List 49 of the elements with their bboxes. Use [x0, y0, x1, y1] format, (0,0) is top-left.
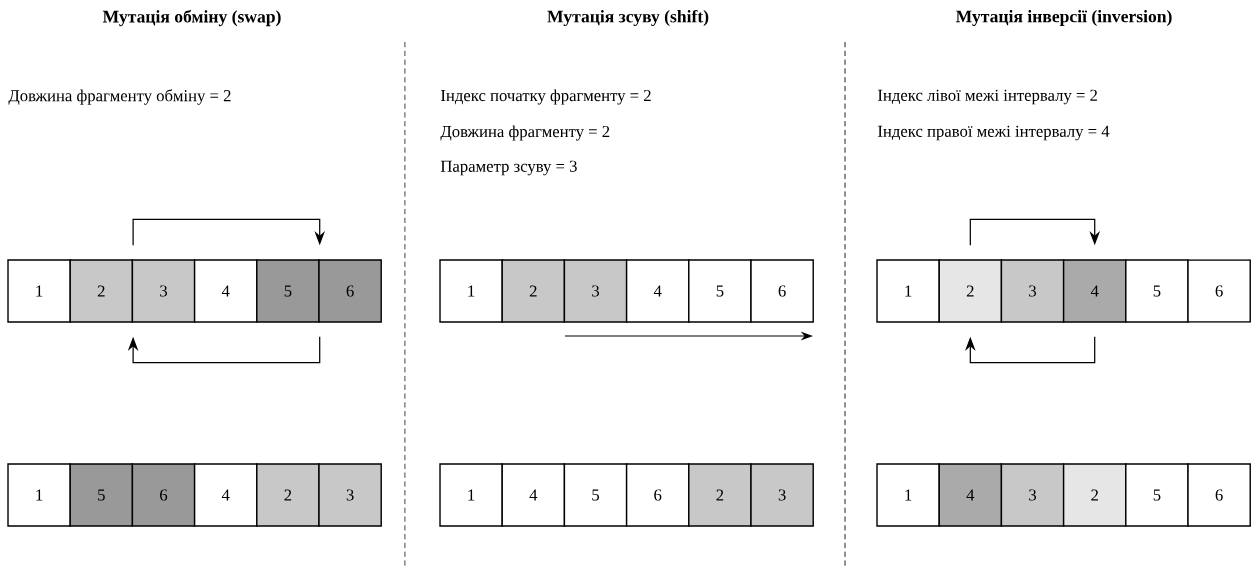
- parameter-text: Індекс правої межі інтервалу = 4: [877, 125, 1110, 141]
- array-cell: 1: [876, 463, 940, 527]
- arrow: [127, 336, 321, 364]
- array-cell: 4: [1062, 259, 1127, 323]
- array-cell: 5: [256, 259, 320, 323]
- array-cell: 3: [131, 259, 196, 323]
- panel-title: Мутація зсуву (shift): [547, 9, 709, 27]
- array-cell: 1: [876, 259, 940, 323]
- parameter-text: Індекс початку фрагменту = 2: [440, 89, 651, 105]
- array-cell: 1: [439, 259, 503, 323]
- array-cell: 6: [625, 463, 690, 527]
- parameter-text: Довжина фрагменту обміну = 2: [8, 89, 231, 105]
- array-cell: 4: [193, 259, 258, 323]
- array-cell: 1: [7, 463, 71, 527]
- panel-title: Мутація обміну (swap): [102, 9, 281, 27]
- array-cell: 5: [69, 463, 134, 527]
- array-cell: 2: [501, 259, 566, 323]
- array-cell: 2: [688, 463, 752, 527]
- array-cell: 6: [750, 259, 814, 323]
- array-cell: 2: [256, 463, 320, 527]
- array-cell: 2: [938, 259, 1003, 323]
- array-cell: 4: [501, 463, 566, 527]
- array-cell: 4: [193, 463, 258, 527]
- parameter-text: Параметр зсуву = 3: [440, 160, 577, 176]
- array-cell: 3: [318, 463, 382, 527]
- array-cell: 5: [688, 259, 752, 323]
- array-cell: 5: [1125, 259, 1189, 323]
- array-cell: 3: [1000, 259, 1065, 323]
- array-cell: 4: [938, 463, 1003, 527]
- array-cell: 1: [439, 463, 503, 527]
- arrow: [132, 218, 326, 246]
- array-cell: 6: [318, 259, 382, 323]
- array-cell: 3: [1000, 463, 1065, 527]
- array-cell: 5: [563, 463, 628, 527]
- array-cell: 1: [7, 259, 71, 323]
- array-cell: 5: [1125, 463, 1189, 527]
- array-cell: 2: [69, 259, 134, 323]
- array-cell: 3: [563, 259, 628, 323]
- array-cell: 6: [131, 463, 196, 527]
- array-cell: 3: [750, 463, 814, 527]
- array-cell: 4: [625, 259, 690, 323]
- array-cell: 6: [1187, 463, 1251, 527]
- parameter-text: Індекс лівої межі інтервалу = 2: [877, 89, 1097, 105]
- array-cell: 2: [1062, 463, 1127, 527]
- array-cell: 6: [1187, 259, 1251, 323]
- parameter-text: Довжина фрагменту = 2: [440, 125, 610, 141]
- panel-title: Мутація інверсії (inversion): [955, 10, 1172, 26]
- arrow: [965, 336, 1096, 364]
- arrow: [969, 218, 1101, 246]
